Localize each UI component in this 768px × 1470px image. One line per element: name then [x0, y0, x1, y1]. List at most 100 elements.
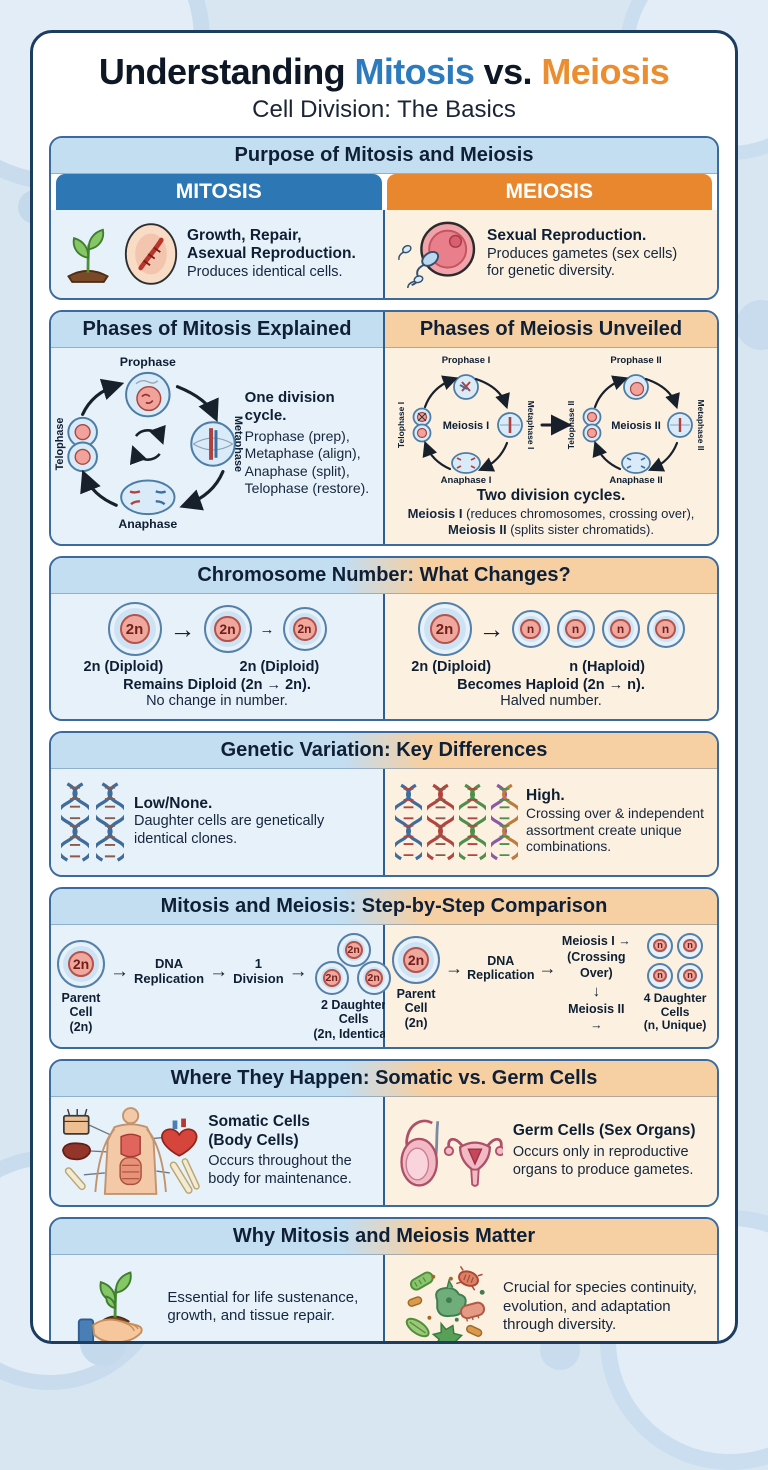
dna-helix-icon: [459, 783, 486, 860]
testis-icon: [400, 1119, 440, 1187]
diploid-cell: 2n: [107, 602, 162, 657]
mitosis-phases-lead: One division cycle.: [244, 389, 335, 425]
meiosis2-text: (splits sister chromatids).: [506, 521, 654, 537]
lead-rest: (2n → 2n).: [236, 677, 311, 694]
variation-meiosis-sub: Crossing over & independent assortment c…: [526, 805, 704, 855]
right-arrow: →: [169, 614, 196, 645]
cell-label: 2n: [364, 968, 383, 987]
meiosis2-bold: Meiosis II: [448, 521, 507, 537]
mitosis-column-header: MITOSIS: [56, 174, 382, 210]
step-line2: Replication: [134, 970, 205, 986]
somatic-sub: Occurs throughout the body for maintenan…: [208, 1153, 352, 1187]
lead-rest: (2n → n).: [578, 677, 645, 694]
mitosis-purpose-sub: Produces identical cells.: [187, 263, 343, 280]
cell-label: 2n: [402, 946, 430, 974]
right-arrow: →: [209, 961, 229, 983]
haploid-cell: n: [511, 610, 550, 649]
wound-icon: [124, 223, 178, 285]
seedling-icon: [67, 228, 109, 283]
germ-organs-icon: [400, 1119, 503, 1187]
meiosis2-center-label: Meiosis II: [611, 420, 661, 432]
phases-mitosis-panel: Phases of Mitosis Explained Prophase Ana…: [51, 312, 385, 545]
variation-mitosis-sub: Daughter cells are genetically identical…: [134, 813, 325, 848]
meiosis1-bold: Meiosis I: [407, 505, 463, 521]
down-arrow: ↓: [592, 982, 601, 1000]
right-arrow-small: →: [259, 620, 275, 638]
daughter-cell: n: [647, 932, 674, 959]
right-arrow: →: [538, 958, 557, 979]
importance-mitosis-panel: Essential for life sustenance, growth, a…: [51, 1254, 385, 1341]
comparison-header: Mitosis and Meiosis: Step-by-Step Compar…: [51, 888, 717, 925]
variation-header: Genetic Variation: Key Differences: [51, 732, 717, 769]
meiosis-chromosome-sub: Halved number.: [500, 693, 602, 710]
microbes-icon: [405, 1265, 486, 1341]
meiosis-column-header: MEIOSIS: [386, 174, 712, 210]
mitosis-phase-line-1: Prophase (prep),: [244, 428, 350, 445]
meiosis1-telophase-label: Telophase I: [396, 402, 406, 448]
germ-sub: Occurs only in reproductive organs to pr…: [512, 1144, 694, 1178]
mitosis-phase-line-2: Metaphase (align),: [244, 445, 361, 462]
title-meiosis: Meiosis: [541, 51, 670, 92]
poster-title: Understanding Mitosis vs. Meiosis: [49, 51, 719, 93]
meiosis1-prophase-label: Prophase I: [442, 355, 491, 366]
meiosis2-telophase-label: Telophase II: [566, 401, 576, 450]
cell-label: n: [653, 939, 667, 953]
daughter-cells-caption: 2 Daughter Cells: [321, 997, 387, 1027]
mitosis-chromosome-sub: No change in number.: [146, 693, 288, 710]
meiosis2-anaphase-label: Anaphase II: [609, 475, 662, 486]
somatic-lead-line1: Somatic Cells: [208, 1113, 310, 1131]
diploid-label: 2n (Diploid): [239, 659, 320, 676]
cell-label: n: [520, 618, 541, 640]
importance-header: Why Mitosis and Meiosis Matter: [51, 1218, 717, 1255]
dna-helix-icon: [96, 782, 124, 862]
variation-mitosis-panel: Low/None. Daughter cells are genetically…: [51, 768, 385, 875]
right-arrow: →: [445, 958, 464, 979]
cell-label: 2n: [429, 614, 460, 645]
purpose-header: Purpose of Mitosis and Meiosis: [51, 138, 717, 174]
parent-cell-caption2: (2n): [69, 1019, 93, 1034]
daughter-cell: n: [677, 962, 704, 989]
importance-mitosis-text: Essential for life sustenance, growth, a…: [167, 1288, 359, 1324]
mitosis-anaphase-label: Anaphase: [118, 517, 177, 531]
right-arrow: →: [288, 961, 308, 983]
location-germ-panel: Germ Cells (Sex Organs) Occurs only in r…: [385, 1096, 717, 1205]
mitosis-cycle-icon: Prophase Anaphase Metaphase Telophase: [54, 355, 243, 531]
right-arrow: →: [618, 933, 631, 948]
cell-label: n: [683, 969, 697, 983]
meiosis1-anaphase-label: Anaphase I: [441, 475, 492, 486]
variation-meiosis-lead: High.: [526, 787, 565, 805]
daughter-cells-cluster: 2n 2n 2n: [313, 932, 395, 995]
dna-helix-icon: [491, 783, 518, 860]
step-line1: DNA: [154, 956, 184, 972]
step-line1: DNA: [487, 954, 515, 969]
section-chromosome: Chromosome Number: What Changes? 2n → 2n…: [49, 556, 719, 721]
haploid-label: n (Haploid): [569, 659, 645, 676]
lead-bold: Remains Diploid: [123, 677, 237, 694]
section-comparison: Mitosis and Meiosis: Step-by-Step Compar…: [49, 886, 719, 1049]
cell-label: 2n: [67, 950, 95, 977]
mitosis-purpose-lead: Growth, Repair, Asexual Reproduction.: [187, 226, 356, 263]
meiosis-phases-lead: Two division cycles.: [476, 487, 626, 504]
meiosis-steps: Meiosis I → (Crossing Over) ↓ Meiosis II…: [560, 933, 632, 1034]
location-somatic-panel: Somatic Cells(Body Cells) Occurs through…: [51, 1096, 385, 1205]
cell-label: 2n: [214, 615, 241, 643]
purpose-mitosis-panel: Growth, Repair, Asexual Reproduction. Pr…: [51, 210, 385, 298]
identical-dna-icons: [61, 777, 124, 867]
parent-cell-caption: Parent Cell: [396, 987, 436, 1016]
meiosis-cycles-icon: Prophase I Anaphase I Metaphase I Teloph…: [396, 355, 706, 486]
body-organs-icon: [62, 1107, 200, 1195]
chromosome-header: Chromosome Number: What Changes?: [51, 558, 717, 595]
daughter-cells-caption2: (2n, Identical): [313, 1026, 394, 1041]
importance-meiosis-text: Crucial for species continuity, evolutio…: [503, 1279, 697, 1334]
parent-cell-caption: Parent Cell: [61, 990, 101, 1020]
cell-label: 2n: [292, 617, 317, 642]
parent-cell-caption2: (2n): [404, 1015, 428, 1030]
daughter-cell: n: [677, 932, 704, 959]
haploid-cell: n: [556, 610, 595, 649]
diploid-cell: 2n: [203, 605, 252, 654]
poster-card: Understanding Mitosis vs. Meiosis Cell D…: [30, 30, 738, 1344]
daughter-cell: n: [647, 962, 674, 989]
